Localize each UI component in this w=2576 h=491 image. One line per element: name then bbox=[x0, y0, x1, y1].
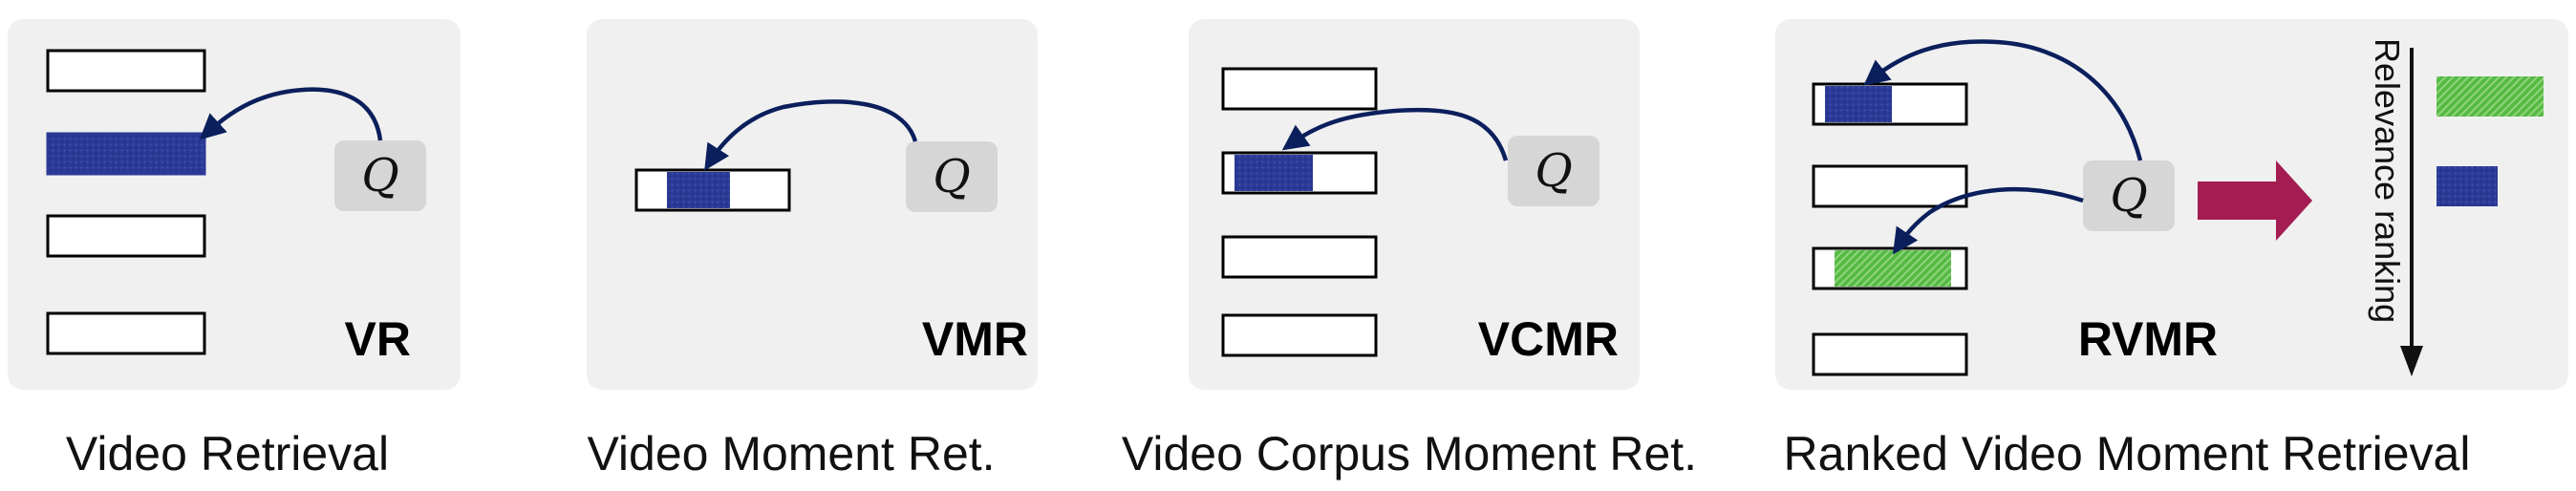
panel-vr: Q VR bbox=[8, 19, 461, 390]
panel-abbr: RVMR bbox=[2078, 312, 2218, 366]
query-box bbox=[2083, 160, 2175, 231]
video-clip bbox=[1221, 235, 1378, 279]
caption-vr: Video Retrieval bbox=[66, 427, 389, 480]
query-arrow bbox=[199, 87, 383, 141]
video-clip bbox=[46, 49, 206, 93]
ranked-moment-1 bbox=[2436, 76, 2544, 117]
caption-vmr: Video Moment Ret. bbox=[587, 427, 995, 480]
query-box bbox=[334, 140, 426, 211]
query-box bbox=[906, 141, 998, 212]
query-arrow-lower bbox=[1893, 186, 2084, 255]
retrieved-video-clip bbox=[46, 132, 206, 176]
panel-abbr: VMR bbox=[922, 312, 1028, 366]
query-symbol: Q bbox=[361, 149, 398, 203]
retrieved-moment bbox=[667, 172, 730, 208]
query-arrow bbox=[704, 99, 918, 171]
retrieved-moment-rank-1 bbox=[1835, 250, 1951, 287]
ranked-moment-2 bbox=[2436, 166, 2498, 206]
panel-abbr: VCMR bbox=[1478, 312, 1619, 366]
caption-rvmr: Ranked Video Moment Retrieval bbox=[1784, 427, 2471, 480]
panel-vr-background bbox=[8, 19, 461, 390]
panel-vmr-background bbox=[587, 19, 1038, 390]
video-clip bbox=[1221, 313, 1378, 357]
video-clip bbox=[46, 214, 206, 258]
panel-rvmr: Q Relevance ranking RVMR bbox=[1775, 19, 2568, 390]
query-symbol: Q bbox=[2110, 169, 2147, 223]
video-clip bbox=[1812, 332, 1968, 376]
video-clip bbox=[1812, 164, 1968, 208]
panel-vcmr: Q VCMR bbox=[1189, 19, 1640, 390]
retrieved-moment bbox=[1234, 155, 1313, 191]
query-arrow bbox=[1281, 107, 1509, 161]
query-arrow-upper bbox=[1863, 39, 2143, 161]
video-clip bbox=[46, 311, 206, 355]
retrieved-moment-rank-2 bbox=[1825, 86, 1892, 122]
caption-vcmr: Video Corpus Moment Ret. bbox=[1122, 427, 1697, 480]
ranking-arrow bbox=[2198, 160, 2312, 241]
panel-vmr: Q VMR bbox=[587, 19, 1038, 390]
panel-vcmr-background bbox=[1189, 19, 1640, 390]
query-box bbox=[1508, 136, 1599, 206]
panel-abbr: VR bbox=[345, 312, 411, 366]
video-clip bbox=[1221, 67, 1378, 111]
query-symbol: Q bbox=[1535, 144, 1572, 198]
relevance-axis-label: Relevance ranking bbox=[2368, 38, 2407, 323]
query-symbol: Q bbox=[933, 150, 970, 203]
